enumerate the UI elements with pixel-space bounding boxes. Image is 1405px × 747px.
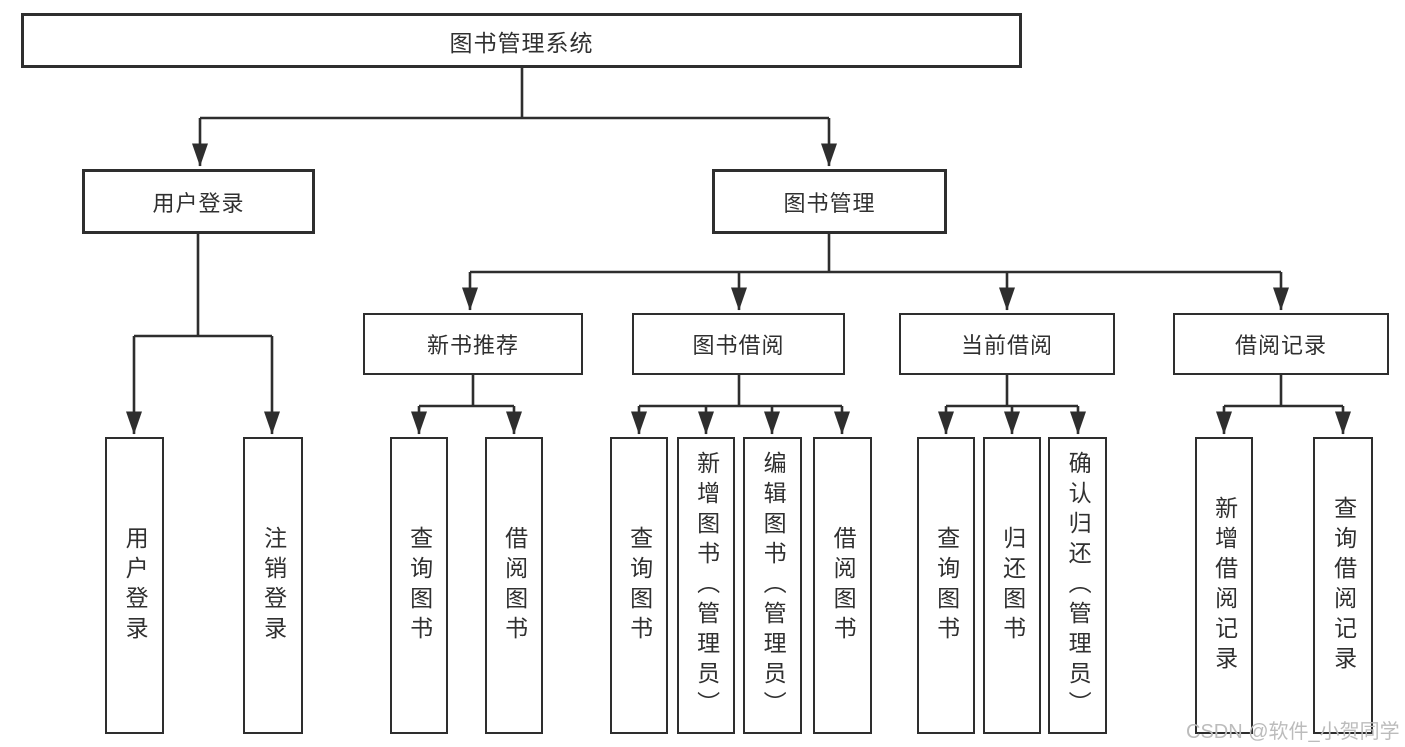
connector-group [126,68,1351,435]
node-current-borrow: 当前借阅 [899,313,1115,375]
leaf-label: 借阅图书 [501,525,528,646]
leaf-logout: 注销登录 [243,437,303,734]
leaf-user-login: 用户登录 [105,437,164,734]
leaf-label: 编辑图书（管理员） [760,450,787,721]
connector-segment [134,233,272,338]
node-user-login: 用户登录 [82,169,315,234]
leaf-query-books-recommend: 查询图书 [390,437,448,734]
connector-segment [639,375,842,408]
connector-segment [946,375,1078,408]
leaf-label: 查询借阅记录 [1330,495,1357,676]
node-new-book-recommend: 新书推荐 [363,313,583,375]
leaf-label: 用户登录 [122,525,149,646]
leaf-return-book: 归还图书 [983,437,1041,734]
leaf-label: 注销登录 [260,525,287,646]
leaf-label: 查询图书 [626,525,653,646]
leaf-label: 新增图书（管理员） [693,450,720,721]
leaf-label: 新增借阅记录 [1211,495,1238,676]
csdn-watermark: CSDN @软件_小贺同学 [1186,721,1400,743]
node-borrow-records: 借阅记录 [1173,313,1389,375]
connector-segment [419,375,514,408]
connector-segment [470,234,1281,274]
connector-segment [1224,375,1343,408]
leaf-label: 查询图书 [933,525,960,646]
leaf-label: 确认归还（管理员） [1065,450,1092,721]
leaf-label: 归还图书 [999,525,1026,646]
node-book-management: 图书管理 [712,169,947,234]
leaf-borrow-books-recommend: 借阅图书 [485,437,543,734]
leaf-add-borrow-record: 新增借阅记录 [1195,437,1253,734]
node-library-management-system: 图书管理系统 [21,13,1022,68]
leaf-borrow-books: 借阅图书 [813,437,872,734]
leaf-query-borrow-record: 查询借阅记录 [1313,437,1373,734]
leaf-add-book-admin: 新增图书（管理员） [677,437,735,734]
leaf-query-books-current: 查询图书 [917,437,975,734]
leaf-label: 借阅图书 [830,525,857,646]
leaf-confirm-return-admin: 确认归还（管理员） [1048,437,1107,734]
connector-segment [200,68,829,120]
leaf-label: 查询图书 [406,525,433,646]
node-book-borrow: 图书借阅 [632,313,845,375]
leaf-edit-book-admin: 编辑图书（管理员） [743,437,802,734]
leaf-query-books-borrow: 查询图书 [610,437,668,734]
